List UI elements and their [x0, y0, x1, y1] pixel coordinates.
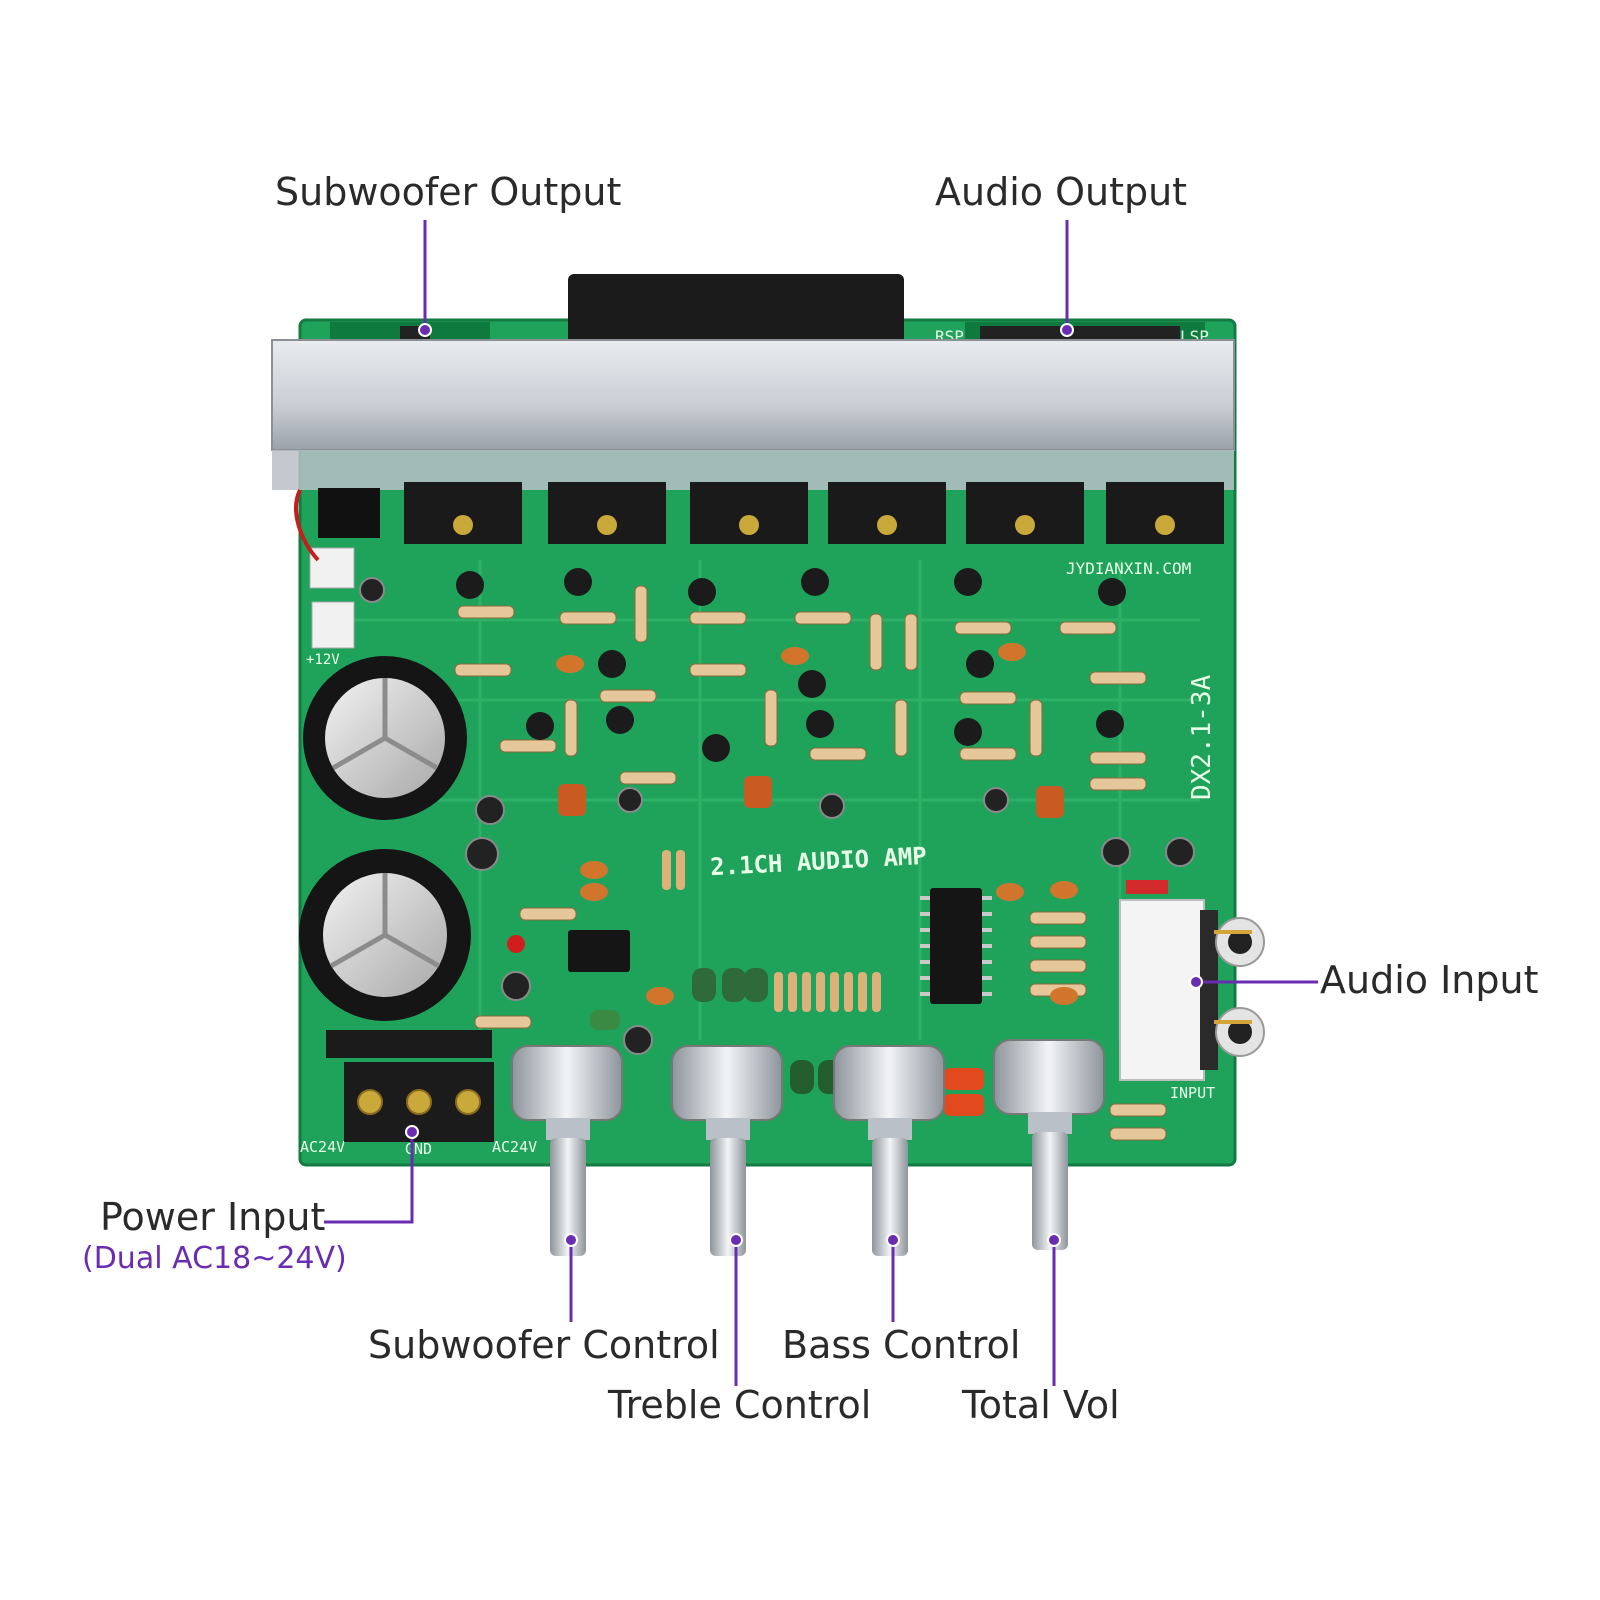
heatsink	[271, 339, 1235, 490]
12v-connector	[311, 601, 355, 649]
red-led	[507, 935, 525, 953]
ac-left-marking: AC24V	[300, 1138, 345, 1156]
callout-leaders	[324, 220, 1318, 1386]
potentiometer-total-vol	[993, 1039, 1105, 1250]
ac-right-marking: AC24V	[492, 1138, 537, 1156]
label-total-vol: Total Vol	[961, 1383, 1120, 1427]
label-audio-input: Audio Input	[1320, 958, 1538, 1002]
op-amp-chip	[568, 930, 630, 972]
audio-input-jacks	[1119, 880, 1265, 1081]
power-transistors	[318, 482, 1224, 544]
potentiometer-bass	[833, 1045, 945, 1256]
plus12-marking: +12V	[306, 652, 340, 668]
gnd-marking: GND	[405, 1140, 432, 1158]
model-marking: DX2.1-3A	[1187, 674, 1217, 800]
input-marking: INPUT	[1170, 1084, 1215, 1102]
red-wire	[294, 489, 320, 562]
label-power-input-spec: (Dual AC18~24V)	[82, 1241, 347, 1276]
black-block	[568, 274, 904, 344]
power-terminal-block	[326, 1030, 494, 1142]
label-bass-control: Bass Control	[782, 1323, 1020, 1367]
label-treble-control: Treble Control	[607, 1383, 871, 1427]
wire-connector	[309, 547, 355, 589]
small-components	[359, 568, 1195, 1141]
label-subwoofer-output: Subwoofer Output	[275, 170, 621, 214]
filter-capacitor-top	[303, 656, 467, 820]
tone-control-chip	[930, 888, 982, 1004]
potentiometer-treble	[671, 1045, 783, 1256]
website-marking: JYDIANXIN.COM	[1066, 559, 1191, 578]
label-audio-output: Audio Output	[935, 170, 1187, 214]
potentiometer-subwoofer	[511, 1045, 623, 1256]
label-subwoofer-control: Subwoofer Control	[368, 1323, 720, 1367]
filter-capacitor-bottom	[299, 849, 471, 1021]
label-power-input: Power Input	[100, 1195, 325, 1239]
